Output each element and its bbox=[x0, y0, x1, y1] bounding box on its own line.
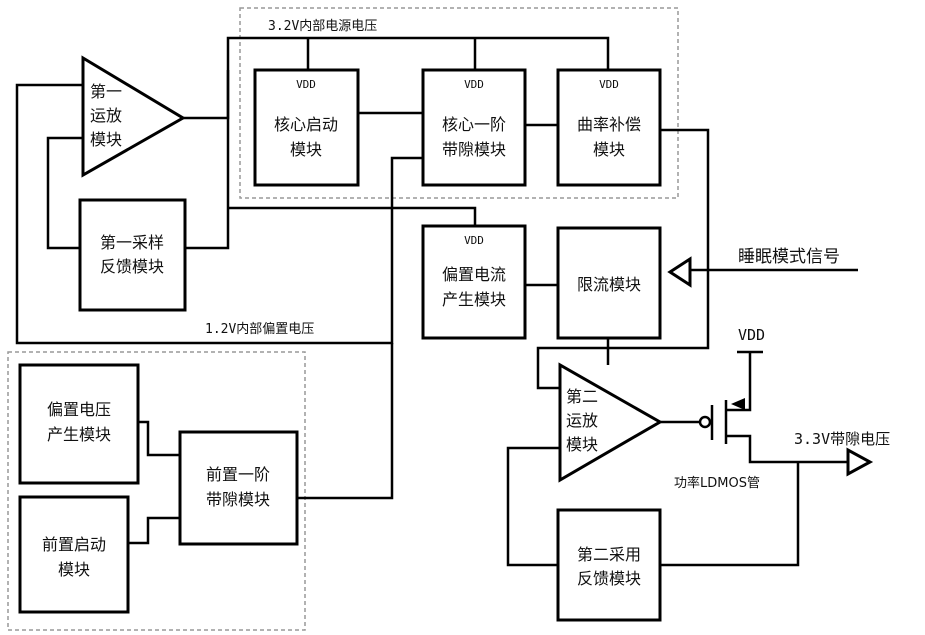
opamp2-line1: 第二 bbox=[566, 387, 598, 406]
core-bandgap-line2: 带隙模块 bbox=[442, 140, 506, 159]
bias-voltage-line2: 产生模块 bbox=[47, 425, 111, 444]
internal-supply-label: 3.2V内部电源电压 bbox=[268, 18, 377, 34]
bias-current-vdd: VDD bbox=[464, 234, 484, 247]
output-voltage-label: 3.3V带隙电压 bbox=[794, 430, 890, 448]
core-start-block: VDD 核心启动 模块 bbox=[255, 70, 358, 185]
core-start-vdd: VDD bbox=[296, 78, 316, 91]
bias-current-line1: 偏置电流 bbox=[442, 265, 506, 284]
pre-start-line1: 前置启动 bbox=[42, 535, 106, 554]
curvature-line2: 模块 bbox=[593, 140, 625, 159]
output-triangle bbox=[848, 450, 870, 474]
bias-current-line2: 产生模块 bbox=[442, 290, 506, 309]
bias-voltage-block: 偏置电压 产生模块 bbox=[20, 365, 138, 483]
core-bandgap-vdd: VDD bbox=[464, 78, 484, 91]
opamp1-line2: 运放 bbox=[90, 106, 122, 125]
vdd-arrow-head bbox=[731, 398, 745, 410]
pre-start-block: 前置启动 模块 bbox=[20, 497, 128, 612]
sleep-signal-label: 睡眠模式信号 bbox=[738, 247, 840, 267]
pre-bandgap-line1: 前置一阶 bbox=[206, 465, 270, 484]
bias-current-block: VDD 偏置电流 产生模块 bbox=[423, 226, 525, 338]
feedback1-line1: 第一采样 bbox=[100, 233, 164, 252]
opamp2-line2: 运放 bbox=[566, 411, 598, 430]
feedback-1-block: 第一采样 反馈模块 bbox=[80, 200, 185, 310]
opamp2-line3: 模块 bbox=[566, 435, 598, 454]
feedback1-line2: 反馈模块 bbox=[100, 257, 164, 276]
feedback-2-block: 第二采用 反馈模块 bbox=[558, 510, 660, 620]
curvature-vdd: VDD bbox=[599, 78, 619, 91]
pre-start-line2: 模块 bbox=[58, 560, 90, 579]
pre-bandgap-line2: 带隙模块 bbox=[206, 490, 270, 509]
ldmos-gate-bubble bbox=[700, 417, 710, 427]
pre-bandgap-block: 前置一阶 带隙模块 bbox=[180, 432, 297, 544]
core-bandgap-block: VDD 核心一阶 带隙模块 bbox=[423, 70, 525, 185]
current-limit-block: 限流模块 bbox=[558, 228, 660, 338]
feedback2-line2: 反馈模块 bbox=[577, 569, 641, 588]
opamp1-line1: 第一 bbox=[90, 82, 122, 101]
opamp-2: 第二 运放 模块 bbox=[560, 365, 660, 480]
opamp-1: 第一 运放 模块 bbox=[83, 58, 183, 175]
core-start-line1: 核心启动 bbox=[274, 115, 338, 134]
current-limit-line1: 限流模块 bbox=[577, 275, 641, 294]
sleep-signal-input-triangle bbox=[670, 259, 690, 285]
vdd-supply-label: VDD bbox=[738, 326, 765, 344]
core-start-line2: 模块 bbox=[290, 140, 322, 159]
curvature-block: VDD 曲率补偿 模块 bbox=[558, 70, 660, 185]
core-bandgap-line1: 核心一阶 bbox=[442, 115, 506, 134]
internal-bias-label: 1.2V内部偏置电压 bbox=[205, 321, 314, 337]
opamp1-line3: 模块 bbox=[90, 130, 122, 149]
bias-voltage-line1: 偏置电压 bbox=[47, 400, 111, 419]
curvature-line1: 曲率补偿 bbox=[577, 115, 641, 134]
ldmos-label: 功率LDMOS管 bbox=[674, 475, 760, 491]
feedback2-line1: 第二采用 bbox=[577, 545, 641, 564]
